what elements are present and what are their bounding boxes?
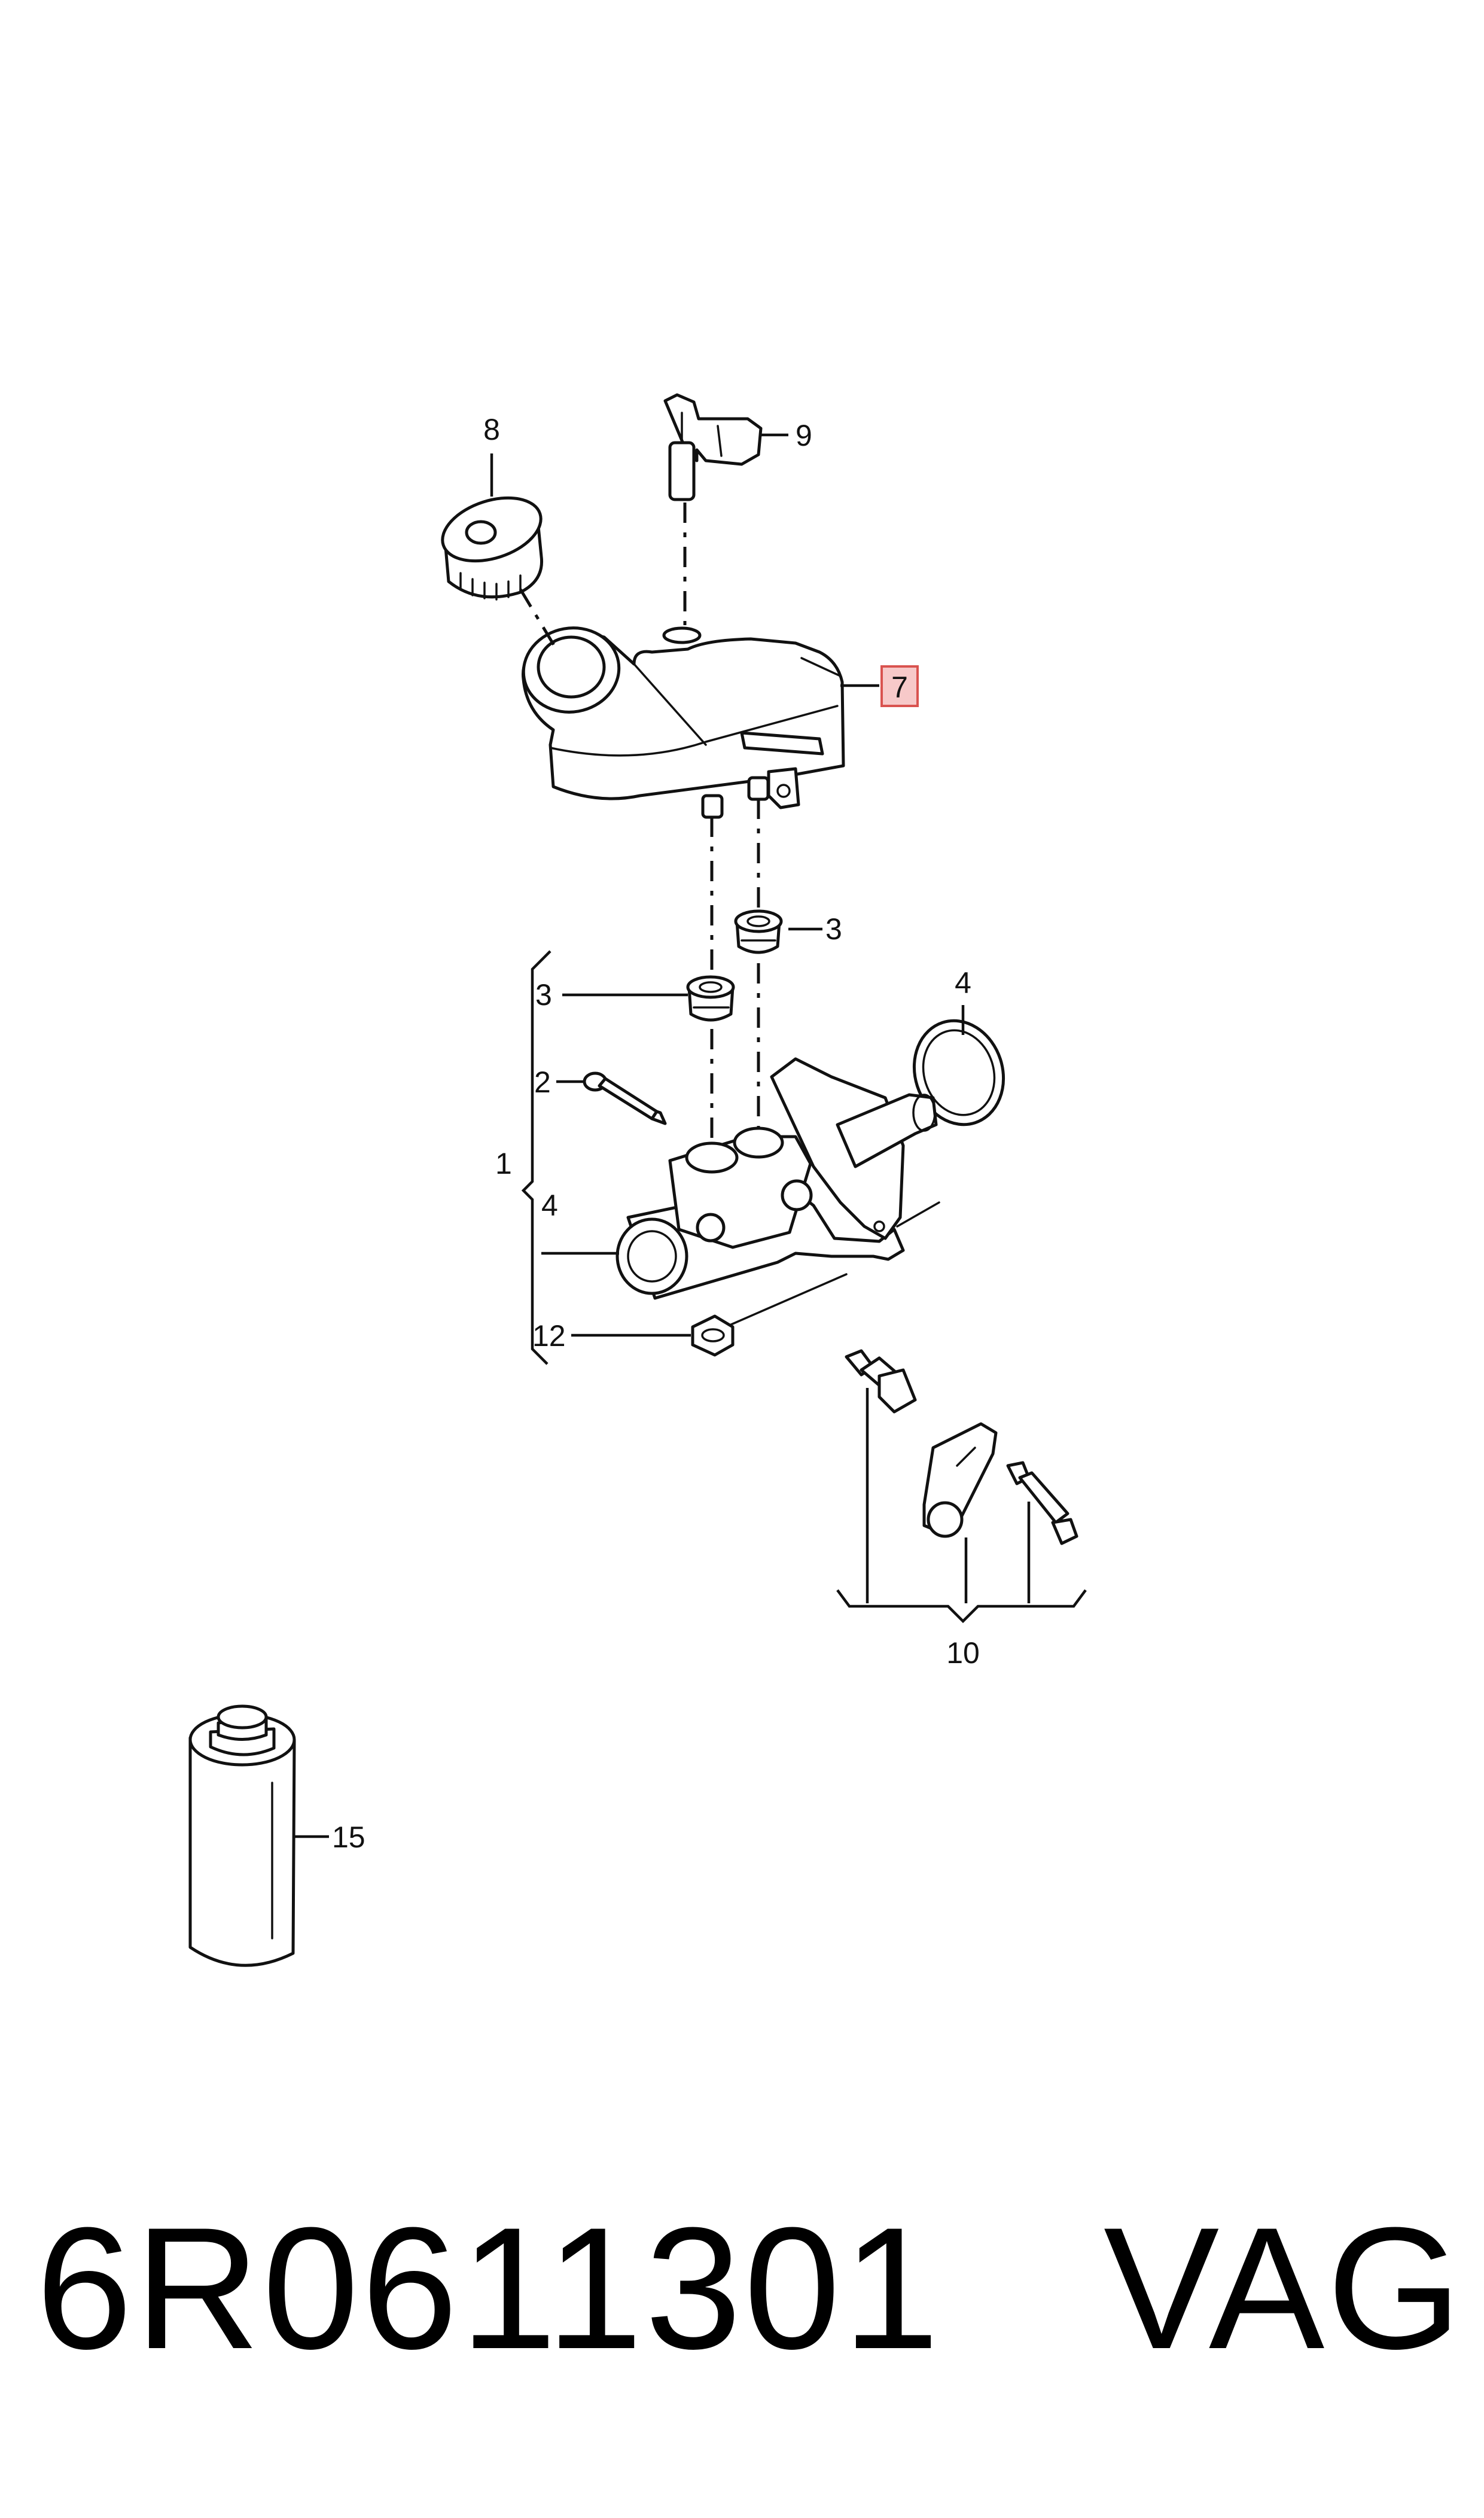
part-7-reservoir — [522, 626, 845, 819]
highlight-box-7 — [880, 665, 919, 707]
part-2-pin — [583, 1071, 667, 1125]
callout-1: 1 — [495, 1147, 512, 1180]
callout-8: 8 — [483, 413, 500, 446]
callout-9: 9 — [796, 419, 812, 452]
part-1-master-cylinder — [615, 1057, 940, 1300]
part-15-fluid-bottle — [188, 1704, 296, 1967]
callout-15: 15 — [332, 1820, 365, 1854]
part-3-grommet-left — [686, 975, 735, 1022]
callout-4-left: 4 — [541, 1189, 558, 1222]
leader-lines — [294, 433, 965, 1838]
part-4-seal-ring — [912, 1019, 1005, 1126]
footer-part-number: 6R0611301 — [36, 2191, 942, 2385]
part-12-nut — [691, 1273, 848, 1357]
part-8-reservoir-cap — [441, 496, 544, 601]
callouts: 8 9 7 3 3 4 2 1 4 12 10 15 — [332, 413, 980, 1854]
group-bracket-1 — [521, 950, 551, 1365]
callout-2: 2 — [534, 1065, 551, 1099]
footer-brand: VAG — [1104, 2191, 1464, 2385]
callout-3-right: 3 — [825, 912, 842, 946]
part-10-switch-set — [836, 1349, 1087, 1624]
assembly-lines — [519, 503, 760, 1152]
callout-7: 7 — [891, 671, 908, 704]
callout-4-right: 4 — [955, 966, 971, 1000]
part-3-grommet-right — [734, 909, 783, 954]
callout-3-left: 3 — [535, 978, 552, 1012]
part-9-level-sensor — [663, 393, 763, 501]
callout-12: 12 — [532, 1319, 566, 1353]
callout-10: 10 — [946, 1636, 980, 1670]
